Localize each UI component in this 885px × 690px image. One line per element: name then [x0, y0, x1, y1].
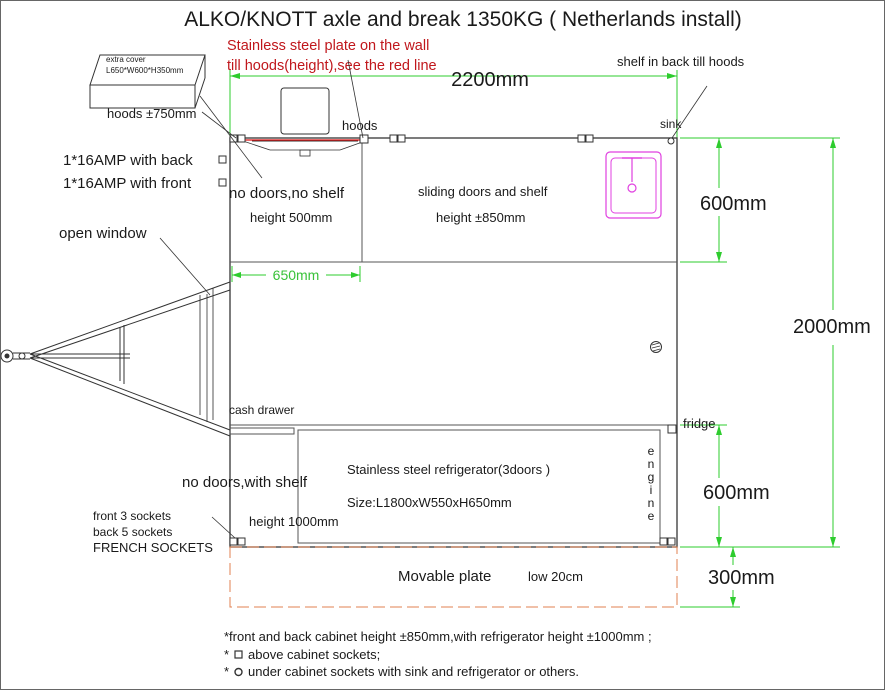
front-sockets-label: front 3 sockets: [93, 509, 171, 523]
back-sockets-label: back 5 sockets: [93, 525, 172, 539]
front-depth-label: 600mm: [703, 482, 770, 504]
note-line3-prefix: *: [224, 664, 229, 679]
svg-text:n: n: [648, 457, 655, 471]
sliding-doors-label: sliding doors and shelf: [418, 184, 548, 199]
height-1000-label: height 1000mm: [249, 514, 339, 529]
hood-width-label: 650mm: [273, 267, 320, 283]
socket-icon-top-2: [389, 134, 406, 143]
engine-label: e n g i n e: [648, 444, 655, 523]
under-socket-icon: [234, 667, 243, 677]
shelf-back-label: shelf in back till hoods: [617, 54, 745, 69]
refrigerator-block: [297, 429, 661, 544]
french-sockets-label: FRENCH SOCKETS: [93, 540, 213, 555]
no-doors-with-shelf-label: no doors,with shelf: [182, 474, 308, 491]
no-doors-no-shelf-label: no doors,no shelf: [229, 185, 345, 202]
socket-icon-top-3: [577, 134, 594, 143]
svg-text:g: g: [648, 470, 655, 484]
movable-plate-label: Movable plate: [398, 568, 491, 585]
amp-front-label: 1*16AMP with front: [63, 175, 192, 192]
front-depth-dimension: 600mm: [680, 424, 782, 547]
svg-text:e: e: [648, 444, 655, 458]
low-20cm-label: low 20cm: [528, 569, 583, 584]
fridge-label: fridge: [683, 416, 716, 431]
plate-label: 300mm: [708, 567, 775, 589]
red-note-line2: till hoods(height),see the red line: [227, 58, 437, 74]
length-dimension: 2200mm: [229, 69, 678, 138]
length-dimension-label: 2200mm: [451, 69, 529, 91]
movable-plate: [229, 546, 678, 608]
note-line2-prefix: *: [224, 647, 229, 662]
back-depth-dimension: 600mm: [680, 137, 782, 263]
fridge-size-label: Size:L1800xW550xH650mm: [347, 495, 512, 510]
height-500-label: height 500mm: [250, 210, 332, 225]
extra-cover-drawing: extra cover L650*W600*H350mm: [89, 54, 206, 109]
cash-drawer-label: cash drawer: [229, 403, 294, 417]
socket-icon-hood: [359, 134, 369, 144]
red-note-line1: Stainless steel plate on the wall: [227, 38, 429, 54]
sink-label: sink: [660, 117, 682, 131]
above-socket-icon: [218, 178, 227, 187]
hood-drawing: [239, 87, 369, 157]
plate-dimension: 300mm: [680, 547, 775, 608]
sink-socket-icon: [667, 137, 675, 145]
above-socket-icon: [218, 155, 227, 164]
tow-hitch-icon: [0, 349, 30, 363]
hood-width-dimension: 650mm: [231, 266, 361, 283]
sink-icon: [605, 151, 662, 219]
socket-icon-fridge: [667, 424, 677, 434]
cash-drawer: [229, 427, 295, 435]
page-title: ALKO/KNOTT axle and break 1350KG ( Nethe…: [184, 8, 742, 31]
note-line3-text: under cabinet sockets with sink and refr…: [248, 664, 579, 679]
svg-text:n: n: [648, 496, 655, 510]
svg-text:e: e: [648, 509, 655, 523]
note-line2-text: above cabinet sockets;: [248, 647, 380, 662]
note-line1: *front and back cabinet height ±850mm,wi…: [224, 629, 652, 644]
socket-icon-bottom-right: [659, 537, 676, 546]
socket-icon-bottom-left: [229, 537, 246, 546]
back-depth-label: 600mm: [700, 193, 767, 215]
refrigerator-label: Stainless steel refrigerator(3doors ): [347, 462, 550, 477]
open-window-label: open window: [59, 225, 147, 242]
trailer-drawbar: [29, 281, 231, 437]
width-label: 2000mm: [793, 316, 871, 338]
hoods-left-label: hoods ±750mm: [107, 106, 197, 121]
amp-back-label: 1*16AMP with back: [63, 152, 193, 169]
door-latch-icon: [650, 341, 662, 353]
socket-icon-top-1: [229, 134, 246, 143]
hoods-label: hoods: [342, 118, 378, 133]
extra-cover-label: extra cover: [106, 55, 146, 64]
extra-cover-size: L650*W600*H350mm: [106, 66, 184, 75]
height-850-label: height ±850mm: [436, 210, 526, 225]
above-socket-icon: [234, 650, 243, 659]
width-dimension: 2000mm: [680, 137, 871, 548]
svg-text:i: i: [650, 483, 653, 497]
